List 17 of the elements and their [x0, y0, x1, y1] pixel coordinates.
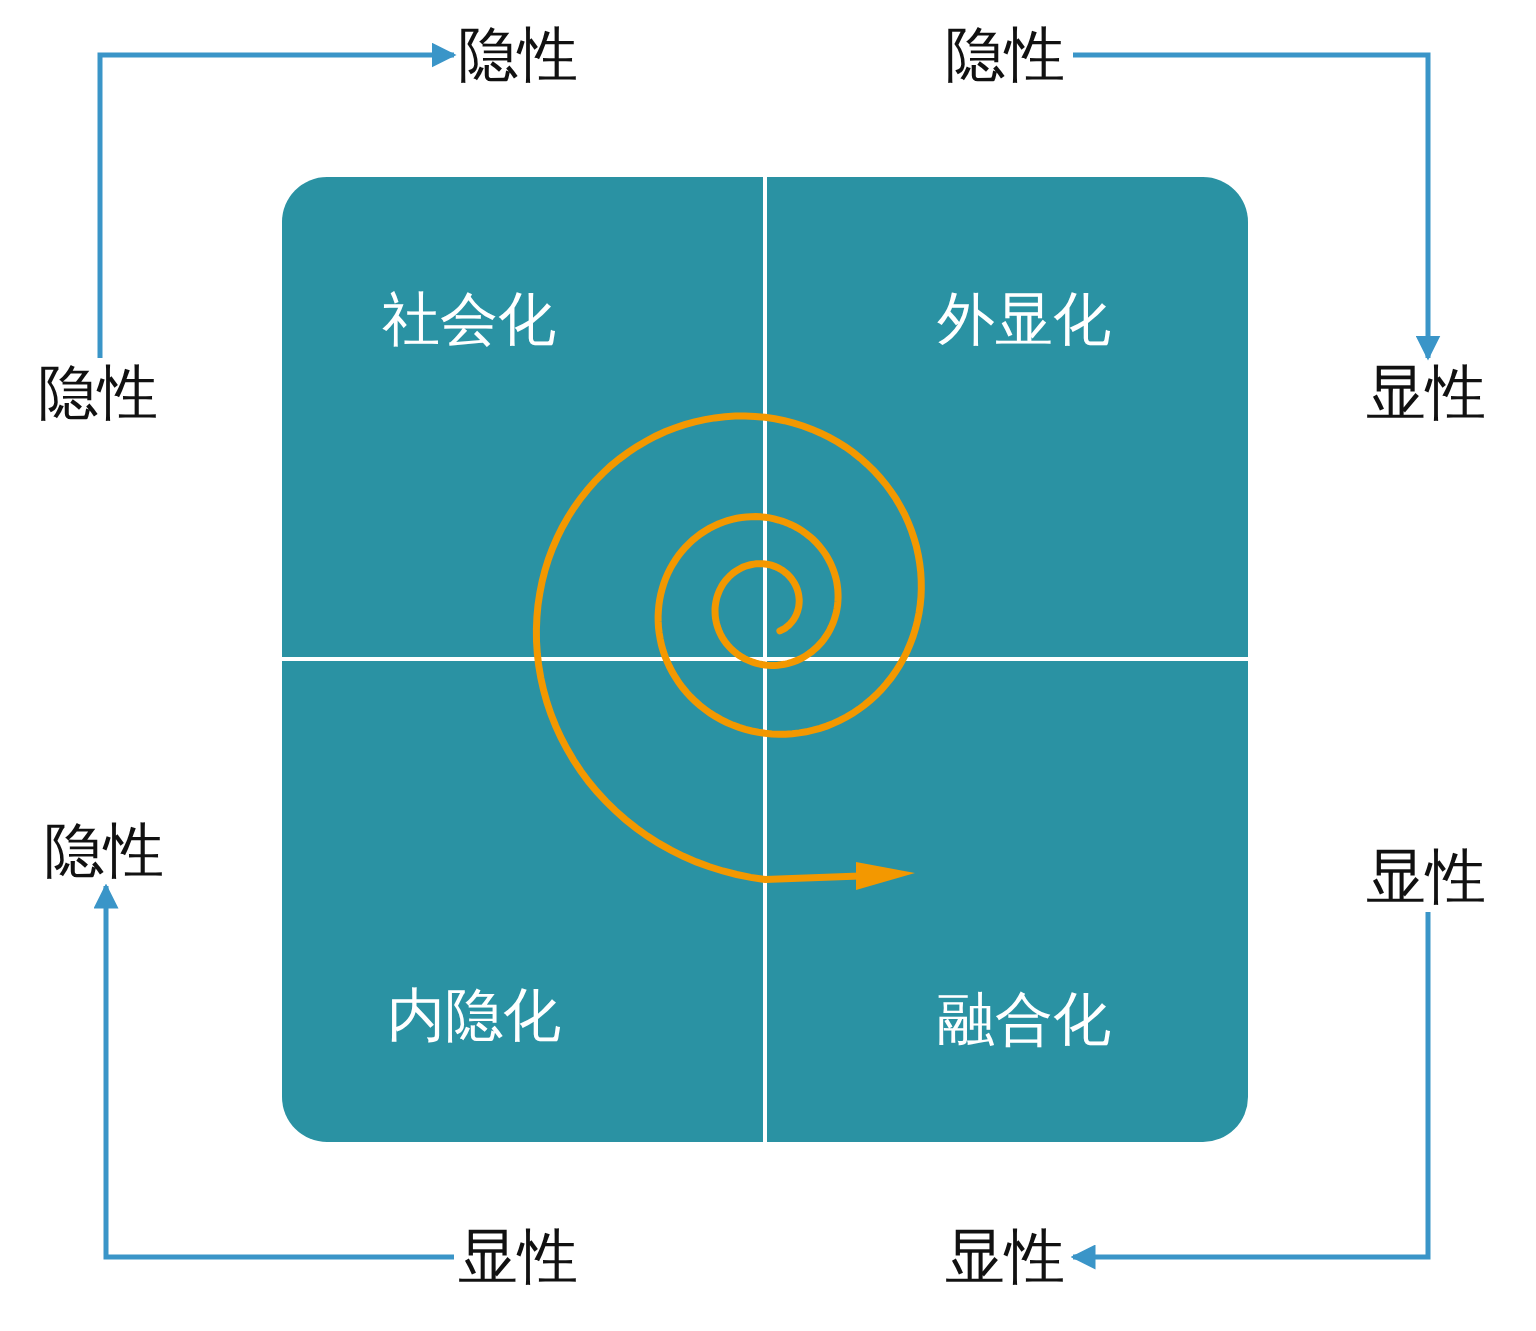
knowledge-type-label: 隐性 — [44, 820, 168, 882]
knowledge-type-label: 显性 — [1366, 846, 1490, 908]
knowledge-type-label: 显性 — [945, 1226, 1069, 1288]
quadrant-label: 社会化 — [382, 289, 572, 351]
arrow — [97, 42, 457, 358]
quadrant-label: 融合化 — [937, 989, 1127, 1051]
knowledge-type-label: 隐性 — [458, 24, 582, 86]
matrix-panel — [282, 177, 1248, 1142]
arrow — [93, 883, 454, 1260]
arrow — [1073, 52, 1441, 361]
quadrant-label: 内隐化 — [387, 985, 577, 1047]
knowledge-type-label: 显性 — [458, 1226, 582, 1288]
arrow — [1070, 912, 1431, 1270]
knowledge-type-label: 隐性 — [38, 362, 162, 424]
knowledge-type-label: 隐性 — [945, 24, 1069, 86]
quadrant-label: 外显化 — [937, 289, 1127, 351]
knowledge-type-label: 显性 — [1366, 362, 1490, 424]
